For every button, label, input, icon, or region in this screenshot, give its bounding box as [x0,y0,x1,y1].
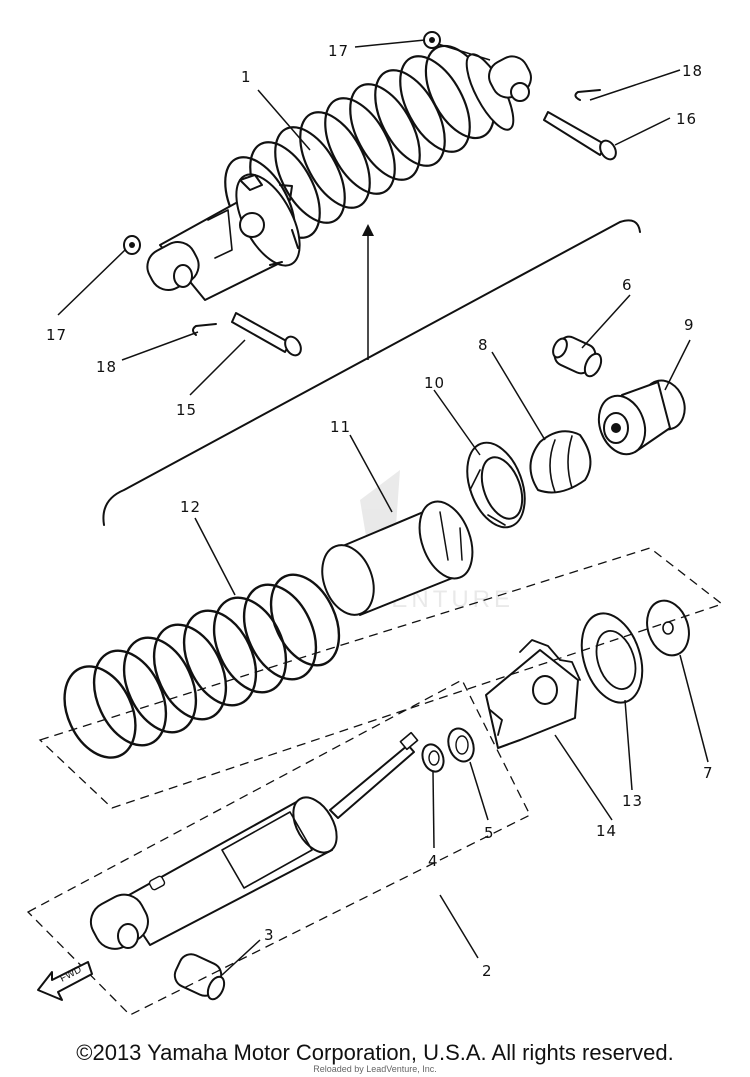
callout-3: 3 [264,926,275,944]
callout-8: 8 [478,336,489,354]
nut-part [447,727,475,763]
hardware-top [123,31,617,357]
callout-17-top: 17 [328,42,349,60]
bump-stop-part [529,430,592,494]
group-bracket [102,219,641,526]
leader-lines [57,39,709,976]
bushing-part [552,335,603,378]
callout-labels: 1 2 3 4 5 6 7 8 9 10 11 12 13 14 15 16 1… [46,42,714,980]
callout-18-lower: 18 [96,358,117,376]
callout-10: 10 [424,374,445,392]
spring-guide-part [321,500,474,616]
callout-13: 13 [622,792,643,810]
callout-14: 14 [596,822,617,840]
callout-4: 4 [428,852,439,870]
callout-17-lower: 17 [46,326,67,344]
pin-15 [231,312,291,353]
callout-11: 11 [330,418,351,436]
callout-9: 9 [684,316,695,334]
callout-18-top: 18 [682,62,703,80]
small-washer-part [646,599,690,657]
callout-12: 12 [180,498,201,516]
coil-spring-part [63,573,341,759]
spring-seat-part [466,441,526,529]
cotter-pin-top [574,89,601,101]
assembly-arrow [362,224,374,360]
rear-shock-assembly [146,44,532,301]
cotter-pin-lower [192,323,217,336]
callout-1: 1 [241,68,252,86]
group-box-spring [38,547,724,809]
callout-2: 2 [482,962,493,980]
callout-6: 6 [622,276,633,294]
adjuster-collar-part [485,639,581,749]
pin-16 [543,111,607,156]
locknut-part [421,743,445,773]
callout-15: 15 [176,401,197,419]
callout-5: 5 [484,824,495,842]
callout-16: 16 [676,110,697,128]
upper-eye-part [597,379,686,456]
damper-body-part [89,731,419,1001]
copyright-notice: ©2013 Yamaha Motor Corporation, U.S.A. A… [76,1040,674,1065]
large-washer-part [580,612,644,704]
forward-arrow-icon: FWD [37,961,93,1001]
reloaded-notice: Reloaded by LeadVenture, Inc. [313,1064,437,1074]
callout-7: 7 [703,764,714,782]
